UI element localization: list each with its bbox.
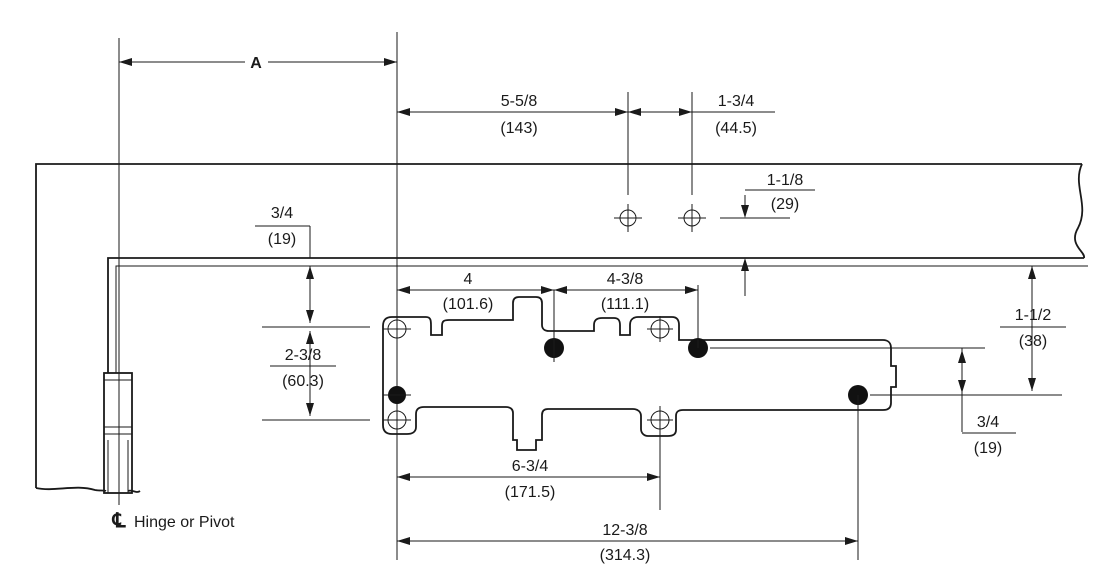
open-holes — [383, 316, 673, 434]
dimension-3-4-top: 3/4 (19) — [255, 205, 370, 328]
door-frame — [35, 163, 1085, 493]
svg-text:(19): (19) — [974, 440, 1002, 457]
svg-text:5-5/8: 5-5/8 — [501, 93, 538, 110]
svg-text:1-1/2: 1-1/2 — [1015, 307, 1052, 324]
dimension-12-3-8: 12-3/8 (314.3) — [397, 522, 858, 564]
dimension-2-3-8: 2-3/8 (60.3) — [262, 331, 370, 421]
svg-text:4: 4 — [464, 271, 473, 288]
svg-text:(111.1): (111.1) — [601, 296, 649, 313]
mounting-plate — [382, 296, 897, 451]
dimension-1-3-4: 1-3/4 (44.5) — [628, 93, 775, 137]
svg-text:3/4: 3/4 — [977, 414, 999, 431]
svg-text:1-1/8: 1-1/8 — [767, 172, 804, 189]
centerline-symbol: ℄ — [112, 510, 127, 532]
dimension-1-1-8: 1-1/8 (29) — [741, 172, 815, 296]
dimension-5-5-8: 5-5/8 (143) — [397, 93, 628, 137]
svg-text:2-3/8: 2-3/8 — [285, 347, 322, 364]
hinge-or-pivot-label: ℄ Hinge or Pivot — [112, 510, 235, 532]
svg-text:(29): (29) — [771, 196, 799, 213]
top-mounting-holes — [614, 92, 790, 232]
svg-text:(143): (143) — [500, 120, 537, 137]
svg-text:(44.5): (44.5) — [715, 120, 757, 137]
svg-text:(38): (38) — [1019, 333, 1047, 350]
svg-text:(19): (19) — [268, 231, 296, 248]
svg-text:3/4: 3/4 — [271, 205, 293, 222]
dimension-6-3-4: 6-3/4 (171.5) — [397, 434, 661, 510]
svg-text:4-3/8: 4-3/8 — [607, 271, 644, 288]
svg-text:(171.5): (171.5) — [505, 484, 556, 501]
dimension-1-1-2: 1-1/2 (38) — [1000, 266, 1066, 391]
dimension-3-4-right: 3/4 (19) — [958, 348, 1016, 457]
dimension-a-label: A — [250, 55, 262, 72]
dimension-4: 4 (101.6) — [397, 271, 554, 313]
dimension-a: A — [119, 32, 398, 560]
svg-text:(314.3): (314.3) — [600, 547, 651, 564]
hinge-label-text: Hinge or Pivot — [134, 514, 235, 531]
dimension-4-3-8: 4-3/8 (111.1) — [554, 271, 698, 313]
svg-text:(101.6): (101.6) — [443, 296, 494, 313]
svg-text:6-3/4: 6-3/4 — [512, 458, 549, 475]
svg-text:12-3/8: 12-3/8 — [602, 522, 647, 539]
svg-text:1-3/4: 1-3/4 — [718, 93, 755, 110]
svg-text:(60.3): (60.3) — [282, 373, 324, 390]
filled-holes — [383, 285, 1062, 560]
door-edge — [107, 257, 1088, 493]
hinge — [103, 372, 133, 494]
